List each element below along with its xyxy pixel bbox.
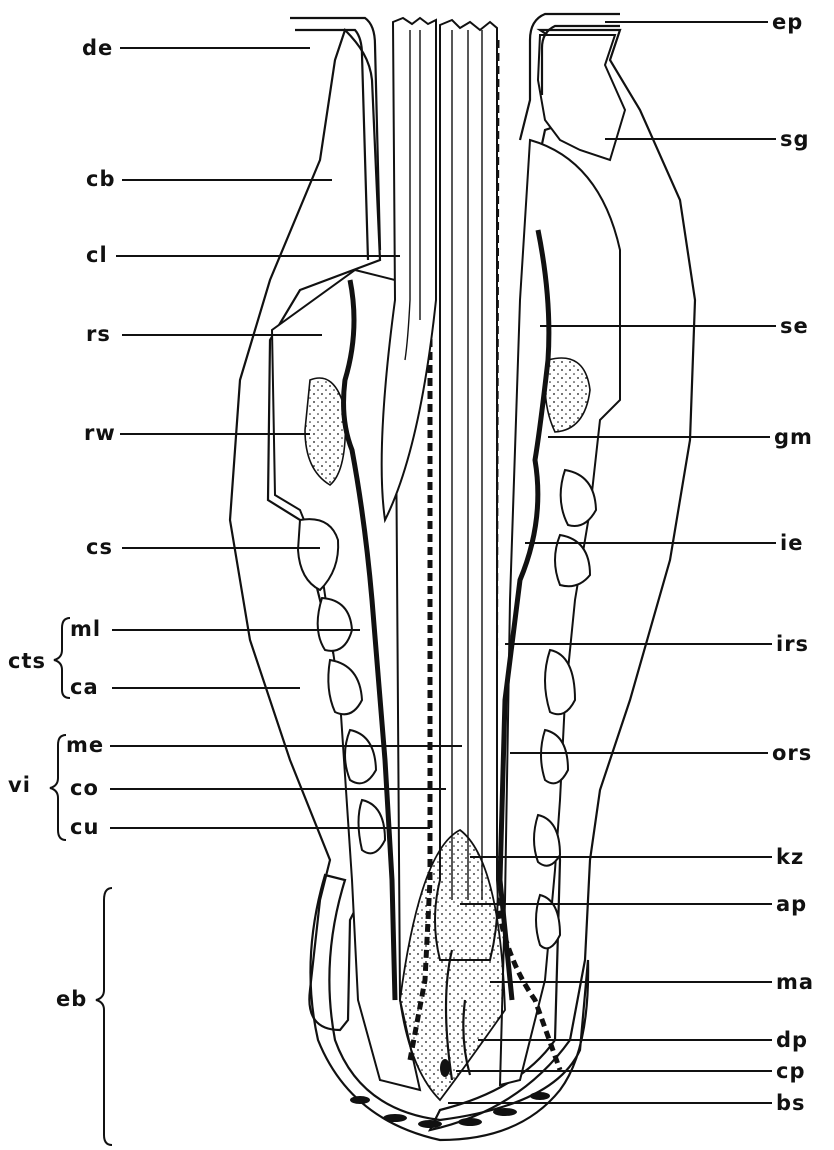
label-kz: kz	[776, 845, 804, 869]
label-cts: cts	[8, 649, 46, 673]
label-ml: ml	[70, 617, 101, 641]
label-cs: cs	[86, 535, 113, 559]
label-eb: eb	[56, 987, 87, 1011]
label-gm: gm	[774, 425, 813, 449]
bracket-eb	[96, 888, 112, 1145]
label-ors: ors	[772, 741, 812, 765]
label-ca: ca	[70, 675, 99, 699]
label-sg: sg	[780, 127, 810, 151]
label-cp: cp	[776, 1059, 805, 1083]
label-rs: rs	[86, 322, 111, 346]
label-se: se	[780, 314, 809, 338]
label-vi: vi	[8, 773, 31, 797]
label-rw: rw	[84, 421, 116, 445]
label-cu: cu	[70, 815, 99, 839]
label-bs: bs	[776, 1091, 806, 1115]
label-cb: cb	[86, 167, 115, 191]
label-me: me	[66, 733, 104, 757]
label-cl: cl	[86, 243, 108, 267]
label-ep: ep	[772, 10, 803, 34]
label-ap: ap	[776, 892, 807, 916]
label-ie: ie	[780, 531, 803, 555]
hair-shaft	[435, 20, 498, 960]
label-de: de	[82, 36, 113, 60]
label-irs: irs	[776, 632, 809, 656]
bracket-cts	[54, 618, 70, 698]
label-dp: dp	[776, 1028, 808, 1052]
epidermis-left-inner	[295, 30, 368, 260]
label-co: co	[70, 776, 99, 800]
label-ma: ma	[776, 970, 814, 994]
bracket-vi	[50, 735, 66, 840]
